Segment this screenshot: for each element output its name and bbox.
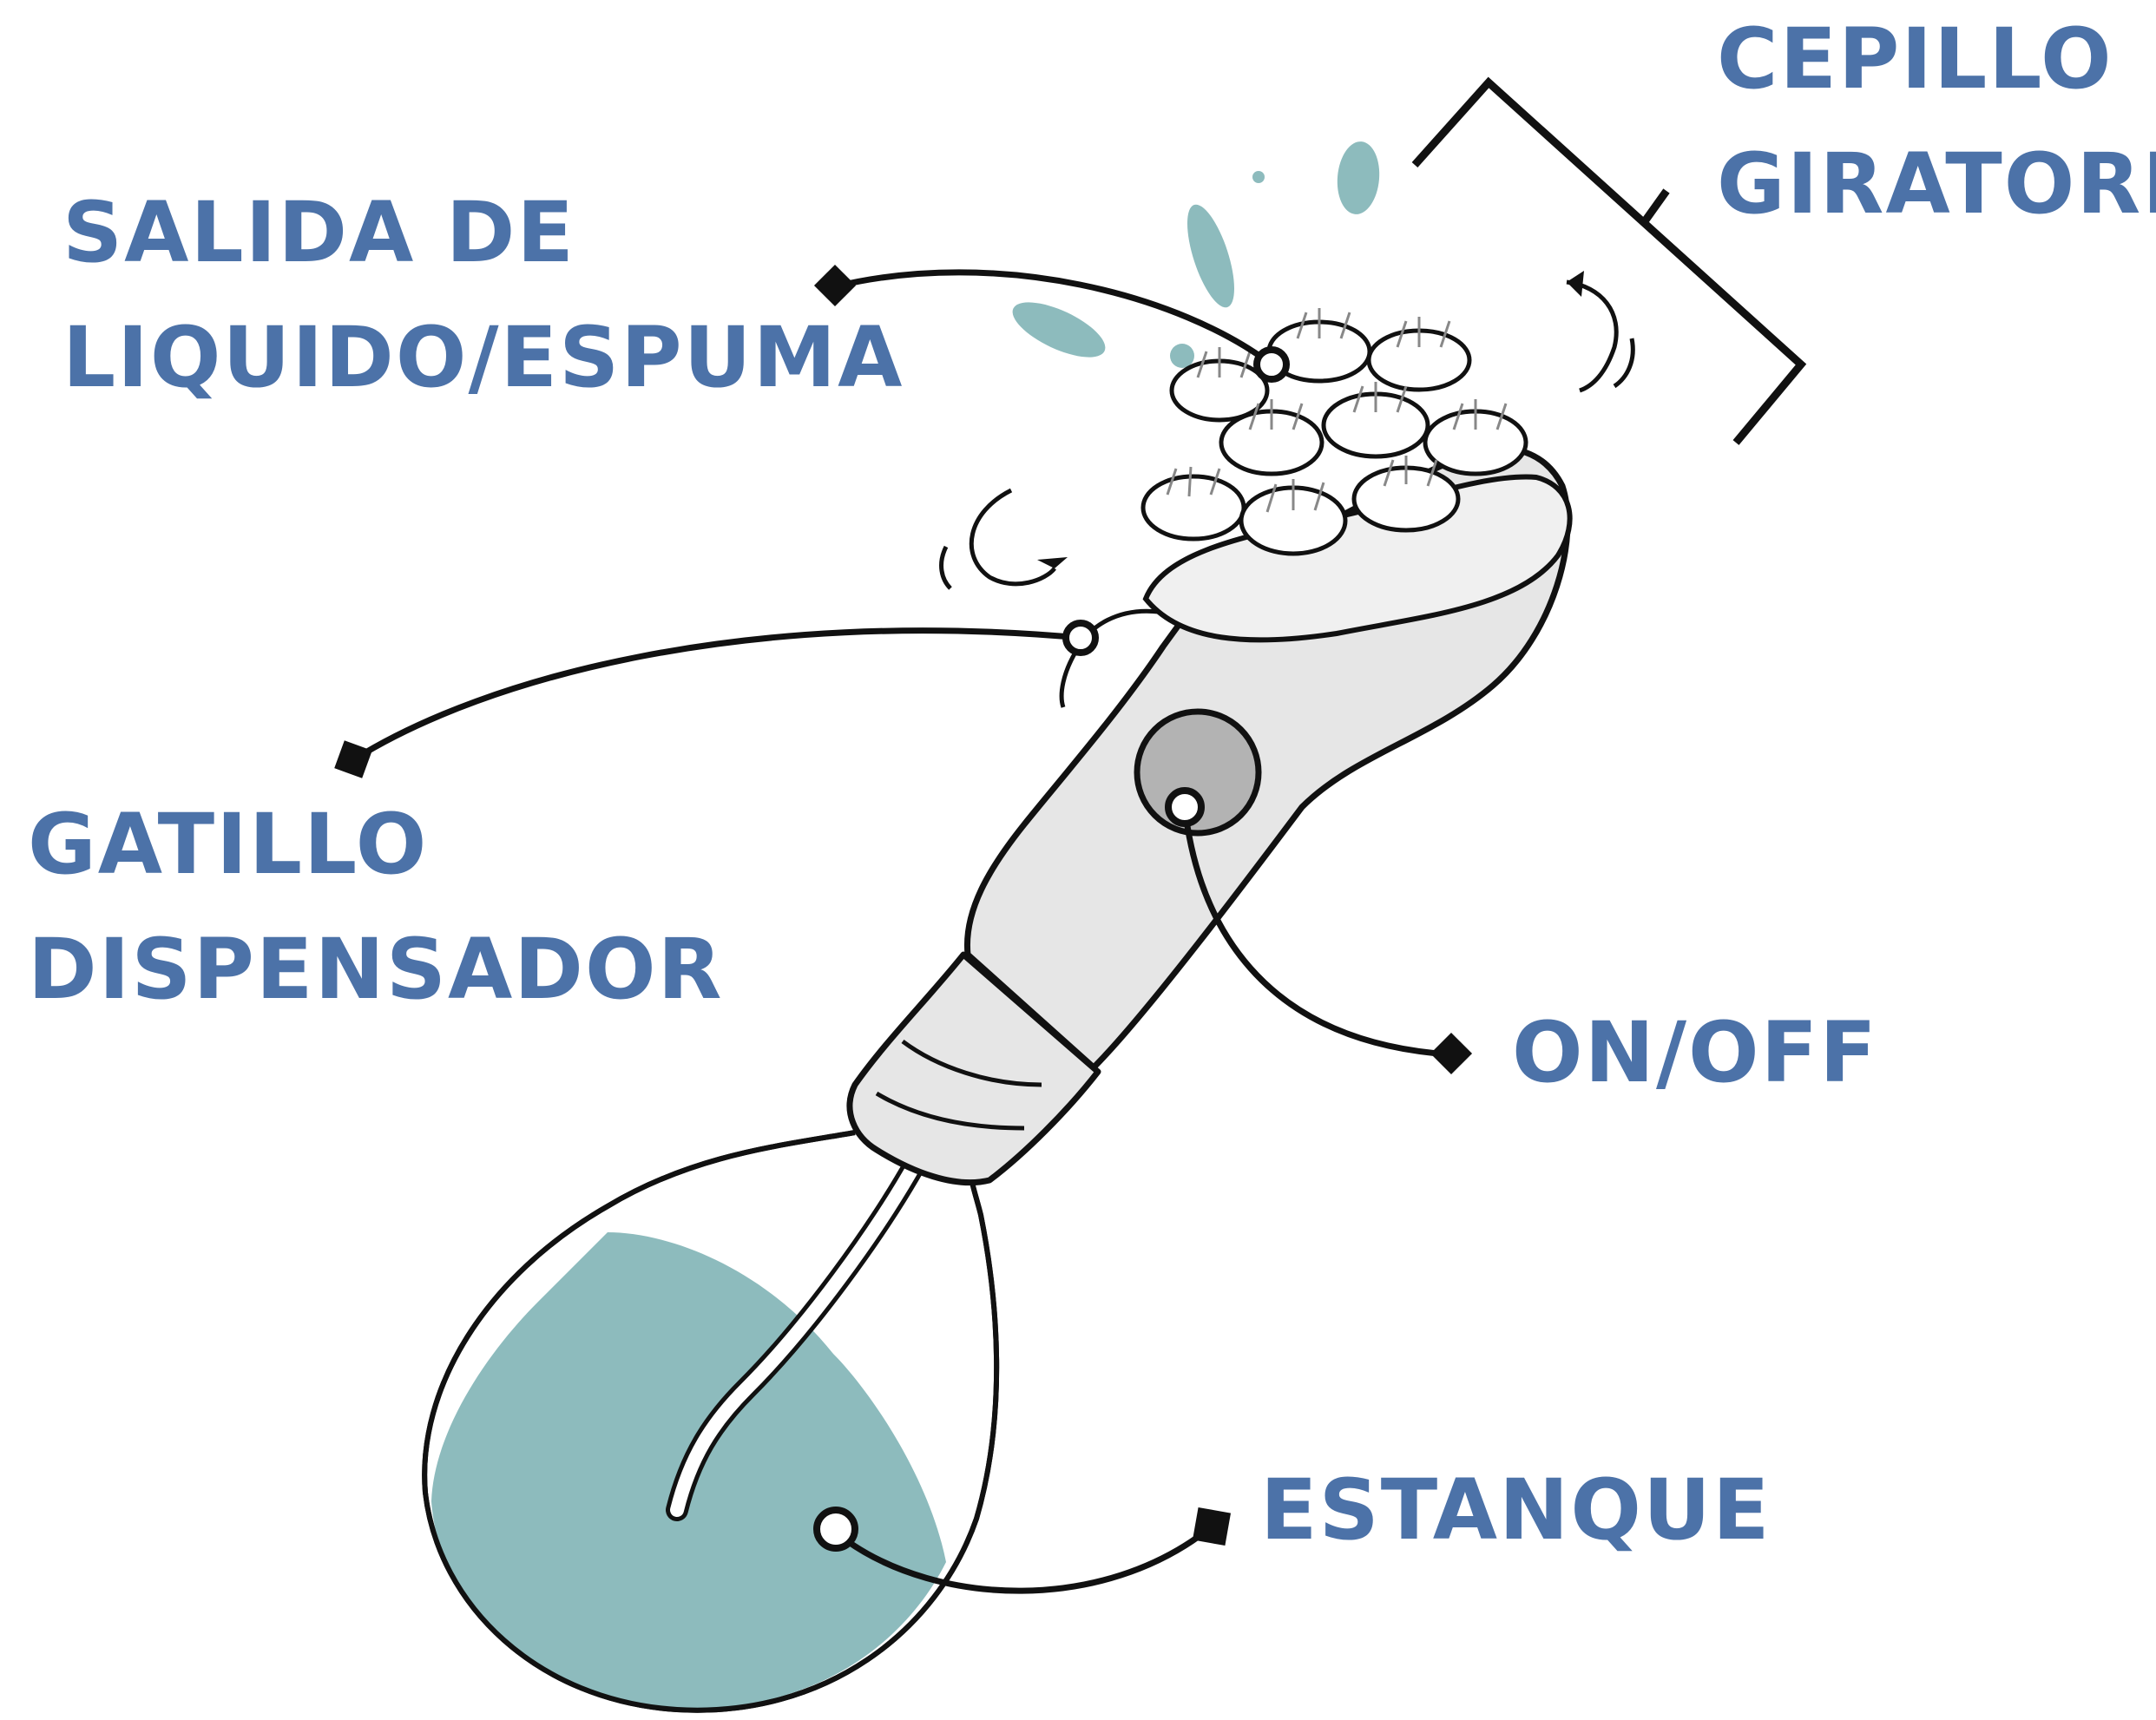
liquid-splashes <box>1012 141 1380 368</box>
label-cepillo-giratorio: CEPILLO GIRATORIO <box>1717 10 2156 233</box>
leader-salida <box>835 269 1274 367</box>
brush-head <box>1140 308 1573 643</box>
leader-on-off <box>1181 806 1450 1058</box>
label-estanque: ESTANQUE <box>1260 1461 1771 1559</box>
motion-arrowheads <box>1037 271 1584 568</box>
bracket <box>1411 76 1807 445</box>
bristle-clusters <box>1140 319 1528 556</box>
motion-arrows <box>939 279 1635 590</box>
leader-estanque <box>844 1525 1213 1594</box>
bristle-strokes <box>1166 308 1508 513</box>
leader-endpoint-circles <box>813 346 1290 1552</box>
reservoir-flask <box>422 1130 1000 1713</box>
label-gatillo: GATILLO DISPENSADOR <box>28 796 724 1018</box>
leader-lines <box>352 269 1450 1594</box>
label-on-off: ON/OFF <box>1512 1004 1878 1101</box>
label-salida: SALIDA DE LIQUIDO/ESPUMA <box>62 184 904 406</box>
leader-gatillo <box>352 627 1081 762</box>
